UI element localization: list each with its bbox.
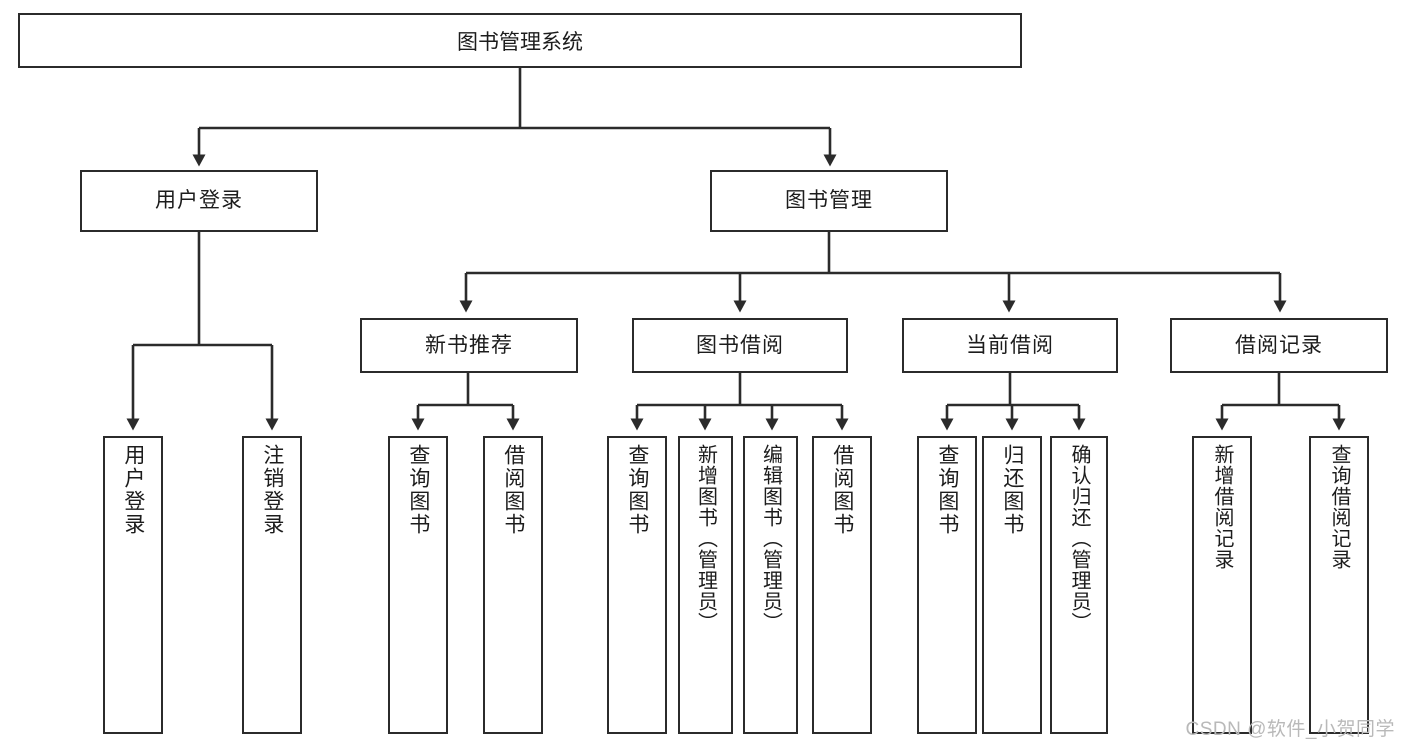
- leaf-label: 编辑图书（管理员）: [759, 444, 782, 633]
- leaf-label: 查询图书: [935, 444, 959, 536]
- leaf-book-borrow-add-admin[interactable]: 新增图书（管理员）: [678, 436, 733, 734]
- leaf-label: 新增借阅记录: [1211, 444, 1233, 570]
- node-book-borrow[interactable]: 图书借阅: [632, 318, 848, 373]
- node-label: 图书管理: [785, 189, 873, 213]
- leaf-book-borrow-query[interactable]: 查询图书: [607, 436, 667, 734]
- node-root-book-management-system[interactable]: 图书管理系统: [18, 13, 1022, 68]
- leaf-new-book-query[interactable]: 查询图书: [388, 436, 448, 734]
- leaf-label: 新增图书（管理员）: [694, 444, 717, 633]
- node-label: 借阅记录: [1235, 333, 1323, 357]
- leaf-borrow-record-query[interactable]: 查询借阅记录: [1309, 436, 1369, 734]
- leaf-book-borrow-borrow[interactable]: 借阅图书: [812, 436, 872, 734]
- node-label: 图书管理系统: [457, 30, 583, 54]
- leaf-label: 归还图书: [1000, 444, 1024, 536]
- leaf-label: 注销登录: [260, 444, 284, 536]
- node-current-borrow[interactable]: 当前借阅: [902, 318, 1118, 373]
- node-borrow-record[interactable]: 借阅记录: [1170, 318, 1388, 373]
- leaf-label: 借阅图书: [830, 444, 854, 536]
- node-book-management[interactable]: 图书管理: [710, 170, 948, 232]
- leaf-book-borrow-edit-admin[interactable]: 编辑图书（管理员）: [743, 436, 798, 734]
- leaf-current-borrow-query[interactable]: 查询图书: [917, 436, 977, 734]
- leaf-user-login-logout[interactable]: 注销登录: [242, 436, 302, 734]
- leaf-label: 用户登录: [121, 444, 145, 536]
- leaf-new-book-borrow[interactable]: 借阅图书: [483, 436, 543, 734]
- leaf-user-login-login[interactable]: 用户登录: [103, 436, 163, 734]
- node-label: 当前借阅: [966, 333, 1054, 357]
- leaf-label: 借阅图书: [501, 444, 525, 536]
- node-label: 图书借阅: [696, 333, 784, 357]
- csdn-watermark: CSDN @软件_小贺同学: [1185, 719, 1395, 740]
- leaf-label: 查询图书: [406, 444, 430, 536]
- leaf-current-borrow-confirm-admin[interactable]: 确认归还（管理员）: [1050, 436, 1108, 734]
- node-label: 新书推荐: [425, 333, 513, 357]
- node-label: 用户登录: [155, 189, 243, 213]
- leaf-label: 查询借阅记录: [1328, 444, 1350, 570]
- leaf-label: 确认归还（管理员）: [1068, 444, 1090, 633]
- leaf-label: 查询图书: [625, 444, 649, 536]
- leaf-current-borrow-return[interactable]: 归还图书: [982, 436, 1042, 734]
- node-new-book-recommend[interactable]: 新书推荐: [360, 318, 578, 373]
- node-user-login[interactable]: 用户登录: [80, 170, 318, 232]
- leaf-borrow-record-add[interactable]: 新增借阅记录: [1192, 436, 1252, 734]
